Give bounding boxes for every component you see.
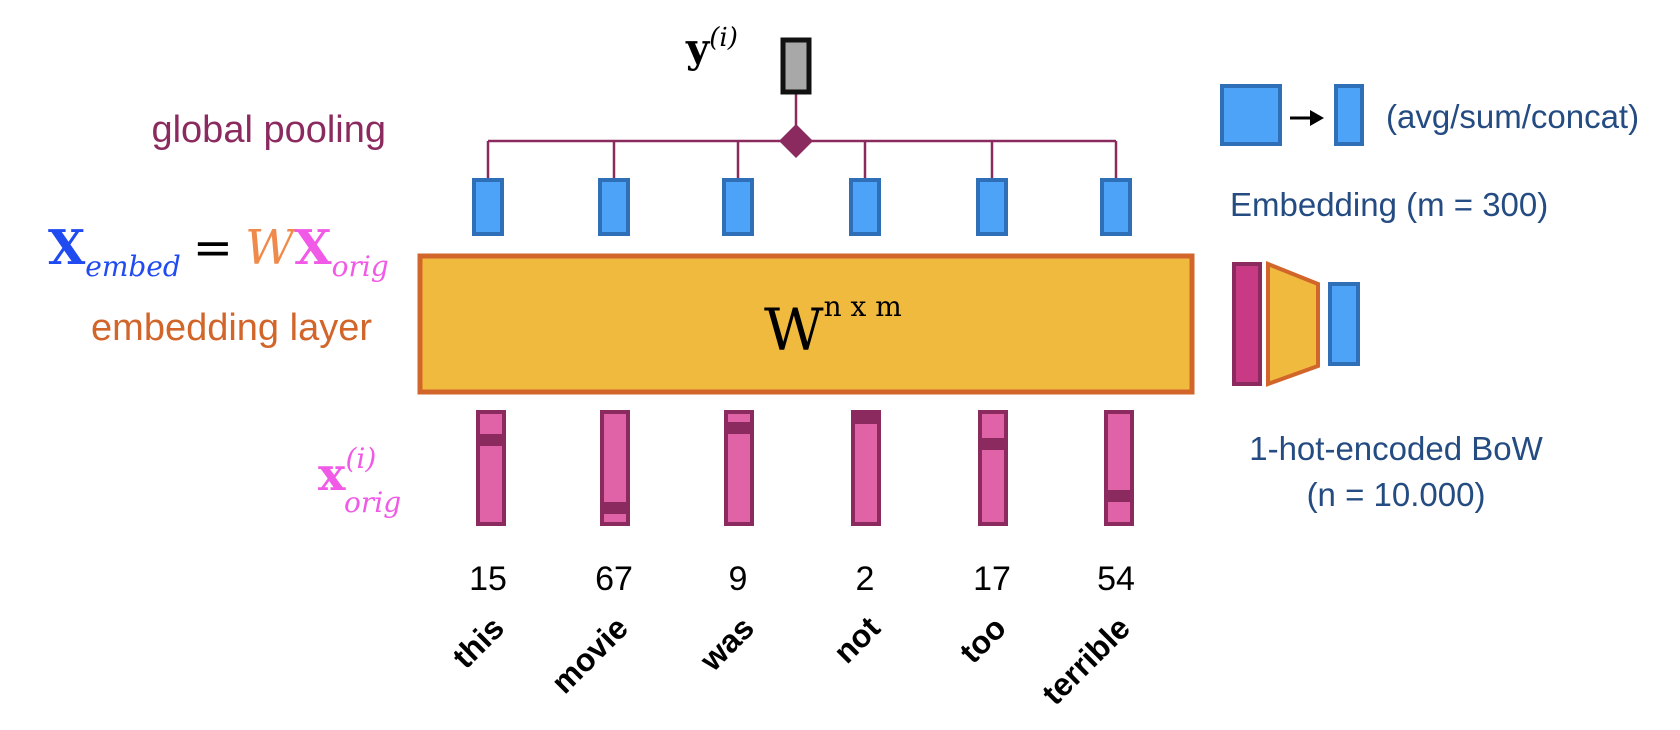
token-word: movie (544, 609, 635, 700)
embedding-vector (1100, 178, 1132, 236)
embedding-vector (598, 178, 630, 236)
embedding-layer-label: embedding layer (91, 307, 372, 349)
token-words: this movie was not too terrible (445, 609, 1137, 711)
hot-bit (602, 502, 628, 514)
hot-bit (980, 438, 1006, 450)
embedding-vector (472, 178, 504, 236)
legend-bow-line2: (n = 10.000) (1307, 476, 1486, 513)
onehot-vector (978, 410, 1008, 526)
token-id: 17 (973, 560, 1011, 598)
embedding-vector (849, 178, 881, 236)
legend-pooling-ops: (avg/sum/concat) (1386, 98, 1639, 135)
global-pooling-label: global pooling (151, 109, 386, 151)
token-ids: 15 67 9 2 17 54 (469, 560, 1135, 598)
hot-bit (478, 434, 504, 446)
token-word: this (445, 609, 511, 675)
token-id: 67 (595, 560, 633, 598)
legend-pooling: (avg/sum/concat) (1220, 84, 1639, 146)
hot-bit (726, 422, 752, 434)
legend-embed-vector (1328, 282, 1360, 366)
onehot-vector (600, 410, 630, 526)
y-label: y(i) (685, 23, 738, 72)
token-word: too (952, 609, 1013, 670)
legend-onehot (1232, 262, 1262, 386)
token-id: 15 (469, 560, 507, 598)
legend-embedding: Embedding (m = 300) (1230, 186, 1548, 223)
onehot-vector (476, 410, 506, 526)
token-id: 54 (1097, 560, 1135, 598)
hot-bit (853, 412, 879, 424)
onehot-vector (724, 410, 754, 526)
arrow-right-icon (1310, 110, 1324, 126)
output-node (780, 37, 812, 95)
legend-big-square (1220, 84, 1282, 146)
embedding-vector (722, 178, 754, 236)
token-id: 2 (856, 560, 875, 598)
matrix-label: Wn x m (764, 290, 902, 364)
x-orig-label: x(i)orig (318, 442, 401, 519)
token-word: terrible (1035, 609, 1137, 711)
pooling-diamond (779, 124, 813, 158)
hot-bit (1106, 490, 1132, 502)
legend-small-vector (1334, 84, 1364, 146)
embedding-vector (976, 178, 1008, 236)
embedding-matrix (417, 253, 1195, 395)
embedding-vectors (472, 178, 1132, 236)
legend-embedding-icon (1232, 261, 1360, 387)
onehot-vector (851, 410, 881, 526)
legend-trapezoid (1266, 261, 1320, 387)
onehot-vector (1104, 410, 1134, 526)
token-word: was (692, 609, 761, 678)
legend-bow-line1: 1-hot-encoded BoW (1249, 430, 1543, 467)
embedding-equation: Xembed=WXorig (48, 220, 389, 283)
token-id: 9 (729, 560, 748, 598)
onehot-vectors (476, 410, 1134, 526)
token-word: not (826, 609, 887, 670)
